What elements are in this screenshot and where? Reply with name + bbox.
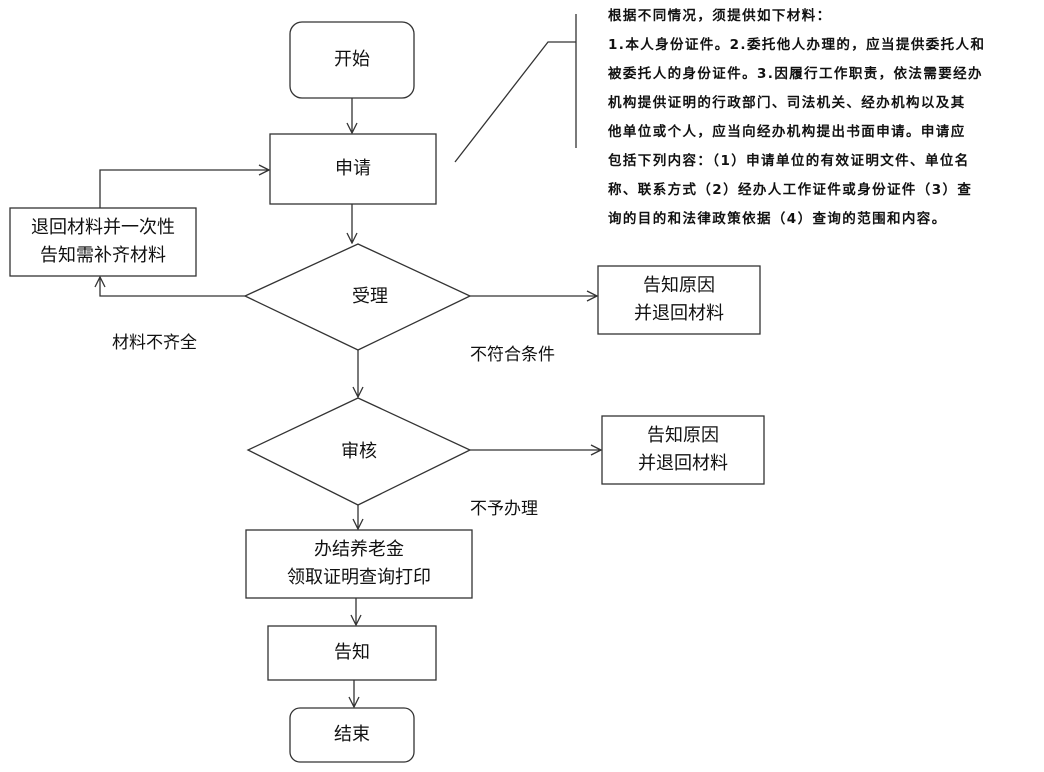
note-line: 包括下列内容：（1）申请单位的有效证明文件、单位名	[608, 153, 970, 169]
notify-node-shape	[267, 625, 437, 681]
reject-accept-node-shape	[597, 265, 761, 335]
notify-node-label: 告知	[334, 642, 370, 663]
review-decision-label: 审核	[341, 440, 377, 462]
review-decision: 审核	[248, 398, 470, 505]
note-line: 被委托人的身份证件。3.因履行工作职责，依法需要经办	[608, 66, 983, 82]
end-node-label: 结束	[334, 724, 370, 745]
note-connector-line	[454, 41, 576, 163]
note-line: 他单位或个人，应当向经办机构提出书面申请。申请应	[608, 124, 966, 140]
notify-node: 告知	[268, 626, 436, 680]
end-node-shape	[289, 707, 415, 763]
reject-accept-line-1: 告知原因	[643, 275, 715, 296]
reject-accept-line-2: 并退回材料	[634, 303, 724, 324]
arrow-accept-to-return-materials	[100, 277, 245, 297]
return-materials-line-2: 告知需补齐材料	[40, 245, 166, 266]
apply-node-shape	[269, 133, 437, 205]
start-node-label: 开始	[334, 49, 370, 70]
requirements-note: 根据不同情况，须提供如下材料： 1.本人身份证件。2.委托他人办理的，应当提供委…	[608, 2, 985, 234]
return-materials-node: 退回材料并一次性 告知需补齐材料	[10, 208, 196, 276]
complete-node-shape	[245, 529, 473, 599]
complete-line-2: 领取证明查询打印	[287, 567, 431, 588]
note-line: 根据不同情况，须提供如下材料：	[608, 8, 832, 24]
reject-accept-node: 告知原因 并退回材料	[598, 266, 760, 334]
reject-review-node: 告知原因 并退回材料	[602, 416, 764, 484]
reject-review-line-1: 告知原因	[647, 425, 719, 446]
complete-node: 办结养老金 领取证明查询打印	[246, 530, 472, 598]
note-line: 1.本人身份证件。2.委托他人办理的，应当提供委托人和	[608, 37, 986, 53]
note-line: 机构提供证明的行政部门、司法机关、经办机构以及其	[608, 95, 966, 111]
note-line: 询的目的和法律政策依据（4）查询的范围和内容。	[608, 211, 947, 227]
accept-decision-label: 受理	[352, 286, 388, 307]
apply-node-label: 申请	[335, 158, 371, 179]
accept-decision: 受理	[245, 244, 495, 350]
return-materials-line-1: 退回材料并一次性	[31, 217, 175, 238]
note-line: 称、联系方式（2）经办人工作证件或身份证件（3）查	[608, 182, 973, 198]
edge-label-not-eligible: 不符合条件	[470, 345, 555, 365]
apply-node: 申请	[270, 134, 436, 204]
start-node: 开始	[290, 22, 414, 98]
edge-label-incomplete: 材料不齐全	[112, 333, 197, 353]
reject-review-line-2: 并退回材料	[638, 453, 728, 474]
end-node: 结束	[290, 708, 414, 762]
edge-label-not-approved: 不予办理	[470, 499, 538, 519]
complete-line-1: 办结养老金	[314, 539, 404, 560]
arrow-return-materials-to-apply	[99, 170, 269, 208]
reject-review-node-shape	[601, 415, 765, 485]
return-materials-node-shape	[9, 207, 197, 277]
